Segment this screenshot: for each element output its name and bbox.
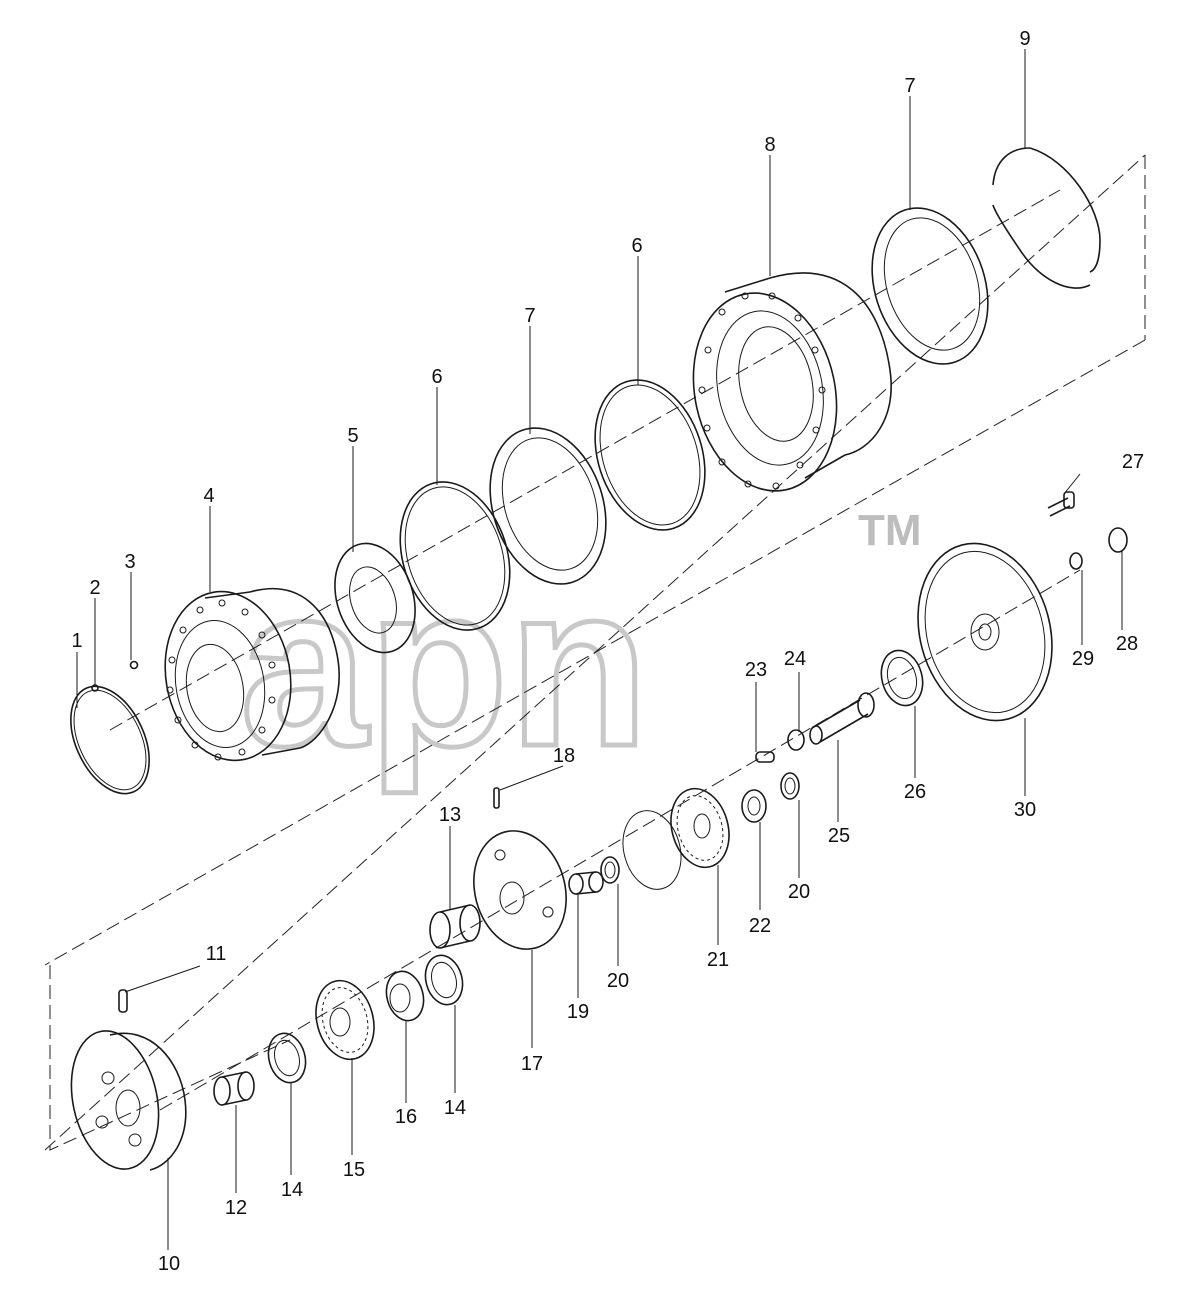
part-29-washer — [1069, 552, 1083, 570]
callout-7-upper: 7 — [904, 75, 915, 97]
callout-20-lower: 20 — [607, 970, 629, 992]
part-20-washer-upper — [780, 772, 800, 800]
callout-5: 5 — [347, 425, 358, 447]
callout-29: 29 — [1072, 648, 1094, 670]
part-19-planet-shaft — [568, 871, 604, 895]
callout-16: 16 — [395, 1106, 417, 1128]
callout-8: 8 — [764, 134, 775, 156]
callout-28: 28 — [1116, 633, 1138, 655]
callout-labels: 1 2 3 4 5 6 6 7 7 8 9 10 11 12 13 14 14 … — [71, 28, 1144, 1275]
watermark-brand: apn — [240, 537, 649, 794]
assembly-axis-lines — [44, 154, 1146, 1151]
callout-21: 21 — [707, 949, 729, 971]
part-15-planet-gear — [315, 979, 375, 1061]
part-1-o-ring — [70, 685, 150, 795]
callout-11: 11 — [206, 943, 227, 965]
part-13-sun-gear — [429, 904, 481, 949]
callout-22: 22 — [749, 915, 771, 937]
callout-23: 23 — [745, 659, 767, 681]
part-24-bushing — [787, 729, 805, 751]
callout-4: 4 — [203, 485, 214, 507]
part-22-needle-bearing — [741, 789, 767, 823]
part-9-snap-ring — [992, 147, 1101, 289]
part-7-bearing-lower — [489, 427, 607, 585]
part-4-hub-housing — [164, 587, 340, 762]
callout-3: 3 — [124, 551, 135, 573]
callout-2: 2 — [89, 577, 100, 599]
part-14-thrust-washer-upper — [424, 954, 464, 1006]
part-21-planet-gear — [670, 787, 730, 869]
part-30-cover — [917, 542, 1053, 722]
callout-19: 19 — [567, 1001, 589, 1023]
part-28-plug — [1108, 527, 1128, 553]
part-25-input-shaft — [809, 692, 875, 745]
callout-14-lower: 14 — [281, 1179, 303, 1201]
part-6-seal-ring-upper — [594, 379, 706, 531]
callout-26: 26 — [904, 781, 926, 803]
callout-6-lower: 6 — [431, 366, 442, 388]
part-planet-gear-hidden — [622, 810, 682, 890]
leader-lines — [76, 49, 1123, 1250]
callout-20-upper: 20 — [788, 881, 810, 903]
callout-12: 12 — [225, 1197, 247, 1219]
part-8-ring-gear-housing — [692, 272, 892, 492]
callout-13: 13 — [439, 804, 461, 826]
part-17-carrier-plate — [473, 830, 567, 950]
callout-18: 18 — [553, 745, 575, 767]
callout-10: 10 — [158, 1253, 180, 1275]
part-20-washer-lower — [600, 856, 620, 884]
callout-9: 9 — [1019, 28, 1030, 50]
callout-6-upper: 6 — [631, 235, 642, 257]
part-18-pin — [493, 787, 500, 809]
part-16-needle-bearing — [385, 970, 425, 1022]
part-3-plug — [129, 660, 139, 670]
part-27-bolt — [1047, 491, 1075, 517]
callout-17: 17 — [521, 1053, 543, 1075]
callout-7-lower: 7 — [524, 305, 535, 327]
callout-30: 30 — [1014, 799, 1036, 821]
part-26-seal — [880, 649, 924, 707]
callout-25: 25 — [828, 825, 850, 847]
part-23-pin — [755, 751, 775, 763]
part-10-planet-carrier — [70, 1030, 187, 1171]
callout-24: 24 — [784, 648, 806, 670]
part-7-bearing-upper — [871, 207, 989, 365]
callout-14-upper: 14 — [444, 1097, 466, 1119]
callout-1: 1 — [71, 630, 82, 652]
part-11-pin — [118, 989, 128, 1013]
part-12-planet-shaft — [213, 1071, 255, 1106]
brand-watermark: apn TM — [238, 506, 922, 797]
callout-15: 15 — [343, 1159, 365, 1181]
part-6-seal-ring-lower — [399, 481, 511, 631]
callout-27: 27 — [1122, 451, 1144, 473]
part-14-thrust-washer-lower — [267, 1032, 307, 1084]
watermark-trademark: TM — [858, 506, 922, 555]
